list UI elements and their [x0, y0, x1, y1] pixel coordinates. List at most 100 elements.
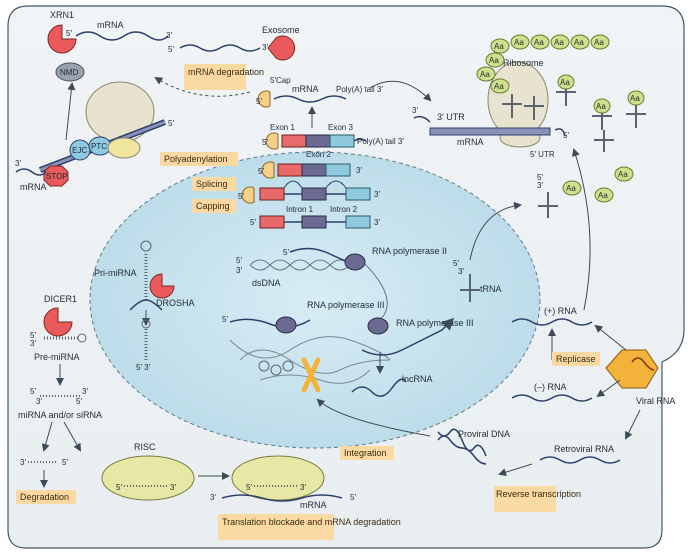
ribosome-label: Ribosome	[503, 58, 544, 68]
svg-text:Aa: Aa	[554, 38, 564, 47]
mature-mrna: 5′ 5′Cap mRNA Poly(A) tail 3′	[256, 76, 432, 128]
exosome-five-label: 5′	[168, 45, 174, 54]
drosha-label: DROSHA	[156, 298, 195, 308]
nmd-label: NMD	[60, 68, 78, 77]
svg-text:5′: 5′	[236, 256, 242, 265]
svg-text:5′: 5′	[116, 483, 122, 492]
cap-5-label: 5′Cap	[270, 76, 291, 85]
svg-text:5′: 5′	[537, 173, 543, 182]
xrn1-enzyme-icon	[47, 24, 77, 54]
svg-text:3′: 3′	[356, 166, 362, 175]
svg-text:5′: 5′	[30, 387, 36, 396]
translation-group: Ribosome 3′ 3′ UTR mRNA 5′ UTR 5′ Aa Aa …	[412, 34, 646, 203]
plus-rna-label: (+) RNA	[544, 306, 577, 316]
nucleus	[89, 151, 541, 449]
drosha-enzyme-icon	[149, 273, 175, 299]
svg-text:3′: 3′	[210, 493, 216, 502]
svg-text:Aa: Aa	[494, 42, 504, 51]
svg-text:5′: 5′	[246, 483, 252, 492]
replicase-tag	[552, 352, 600, 366]
svg-text:3′: 3′	[374, 190, 380, 199]
risc-icon-a	[101, 455, 195, 501]
svg-text:5′: 5′	[238, 192, 244, 201]
xrn1-label: XRN1	[50, 10, 74, 20]
cap-five-label: 5′	[256, 97, 262, 106]
svg-text:5′: 5′	[283, 248, 289, 257]
svg-text:5′: 5′	[76, 397, 82, 406]
dicer1-label: DICER1	[44, 294, 77, 304]
exon1-label: Exon 1	[270, 123, 295, 132]
translation-blockade-tag	[218, 514, 334, 540]
trna-nucleus	[460, 274, 480, 302]
svg-text:3′: 3′	[170, 483, 176, 492]
replicase-label: Replicase	[556, 354, 596, 364]
dicer1-enzyme-icon	[43, 307, 73, 337]
capping-label: Capping	[196, 201, 230, 211]
exon3-label: Exon 3	[328, 123, 353, 132]
lncrna-label: lncRNA	[402, 374, 433, 384]
pre-mirna-label: Pre-miRNA	[34, 352, 80, 362]
svg-text:Reverse transcription: Reverse transcription	[496, 489, 581, 499]
cap-icon	[257, 90, 271, 108]
polyadenylation-tag	[160, 152, 238, 166]
chromosome-icon	[301, 357, 321, 393]
mrna-left-label: mRNA	[20, 182, 47, 192]
svg-text:3′: 3′	[374, 218, 380, 227]
rna-pol3a-icon	[275, 316, 297, 334]
exosome-enzyme-icon	[267, 35, 296, 61]
svg-text:Aa: Aa	[489, 56, 499, 65]
svg-text:5′: 5′	[258, 167, 264, 176]
transcription-group: 5′ 3′ dsDNA 5′ RNA polymerase II	[236, 246, 447, 321]
svg-text:5′: 5′	[30, 331, 36, 340]
mrna-cap-label: mRNA	[292, 84, 319, 94]
mrna-degradation-label: mRNA degradation	[188, 67, 264, 77]
d5-label: 5′	[563, 131, 569, 140]
exon2-bar	[305, 134, 331, 148]
exosome-three-label: 3′	[262, 43, 268, 52]
retroviral-rna-label: Retroviral RNA	[554, 444, 614, 454]
mrna-risc-label: mRNA	[300, 500, 327, 510]
svg-text:Aa: Aa	[574, 38, 584, 47]
degradation-label: Degradation	[20, 492, 69, 502]
rna-pol3b-icon	[367, 317, 389, 335]
risc-group: RISC 5′ 3′ 5′ 3′ 3′ 5′ mRNA Translation …	[101, 442, 401, 540]
svg-text:5′: 5′	[350, 493, 356, 502]
svg-text:3′: 3′	[20, 458, 26, 467]
exon2-label: Exon 2	[306, 150, 331, 159]
xrn1-five-label: 5′	[66, 29, 72, 38]
translation-blockade-label: Translation blockade and mRNA degradatio…	[222, 517, 401, 527]
capping-tag	[192, 199, 236, 213]
mrna-degradation-tag	[184, 64, 246, 90]
stop-label: STOP	[46, 172, 68, 181]
rna-pol2-label: RNA polymerase II	[372, 246, 447, 256]
pri-mirna-label: Pri-miRNA	[94, 268, 137, 278]
trna-cytoplasm	[538, 192, 558, 218]
reverse-transcription-label: Reverse transcription	[496, 489, 581, 499]
svg-text:Aa: Aa	[480, 70, 490, 79]
trna-group-top	[502, 74, 646, 152]
svg-text:Aa: Aa	[494, 82, 504, 91]
degradation-tag	[16, 490, 76, 504]
mrna-ribo-label: mRNA	[457, 137, 484, 147]
svg-text:Aa: Aa	[560, 78, 570, 87]
svg-text:3′: 3′	[82, 387, 88, 396]
reverse-transcription-tag	[494, 486, 556, 512]
svg-text:Aa: Aa	[598, 191, 608, 200]
nmd-complex: NMD EJC PTC 5′ STOP 3′ mRNA	[15, 62, 174, 192]
risc-label: RISC	[134, 442, 156, 452]
utr3-label: 3′ UTR	[437, 112, 465, 122]
intron1-label: Intron 1	[286, 205, 314, 214]
trna-label: tRNA	[480, 284, 502, 294]
proviral-dna-helix	[437, 428, 487, 457]
xrn1-group: XRN1 5′ mRNA 3′	[47, 10, 172, 54]
risc-icon-b	[231, 455, 325, 501]
viral-capsid-icon	[605, 349, 659, 389]
svg-text:Aa: Aa	[596, 102, 606, 111]
svg-text:Aa: Aa	[566, 184, 576, 193]
dsdna-label: dsDNA	[252, 278, 281, 288]
polya-tail3-label: Poly(A) tail 3′	[357, 137, 404, 146]
exosome-group: 5′ 3′ Exosome	[168, 25, 300, 61]
nmd-three-label: 3′	[15, 159, 21, 168]
mrna-top-label: mRNA	[97, 20, 124, 30]
svg-text:5′: 5′	[250, 218, 256, 227]
